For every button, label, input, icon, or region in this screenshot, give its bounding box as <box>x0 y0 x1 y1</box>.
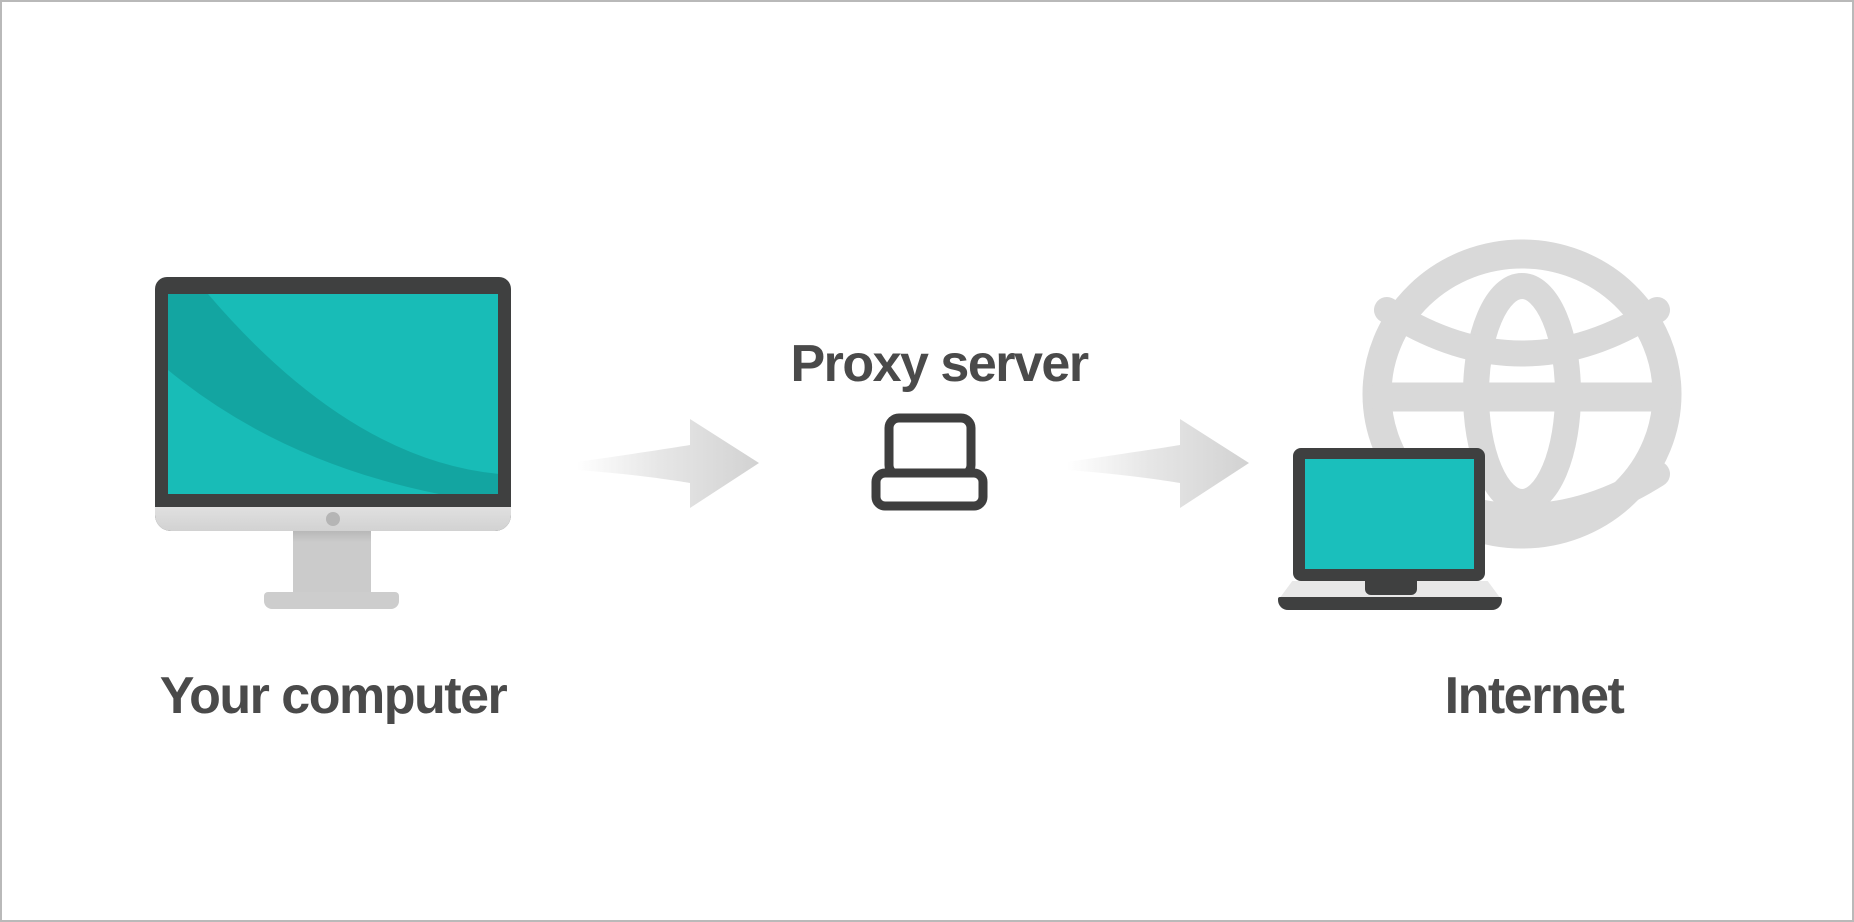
arrow-right-icon <box>1067 419 1249 508</box>
globe-icon <box>1362 239 1682 549</box>
arrow-right-icon <box>577 419 759 508</box>
monitor-stand-base <box>264 592 399 609</box>
laptop-outline-icon <box>871 413 988 511</box>
desktop-monitor-icon <box>155 277 511 531</box>
proxy-server-label: Proxy server <box>790 335 1089 393</box>
internet-label: Internet <box>1444 667 1625 725</box>
monitor-screen <box>168 294 498 494</box>
your-computer-label: Your computer <box>159 667 508 725</box>
laptop-bottom-bar <box>1278 597 1502 610</box>
laptop-hinge-notch <box>1365 581 1417 595</box>
monitor-logo-dot <box>326 512 340 526</box>
laptop-screen <box>1305 459 1474 569</box>
monitor-screen-swoosh <box>168 294 498 494</box>
monitor-stand-neck <box>293 531 371 592</box>
